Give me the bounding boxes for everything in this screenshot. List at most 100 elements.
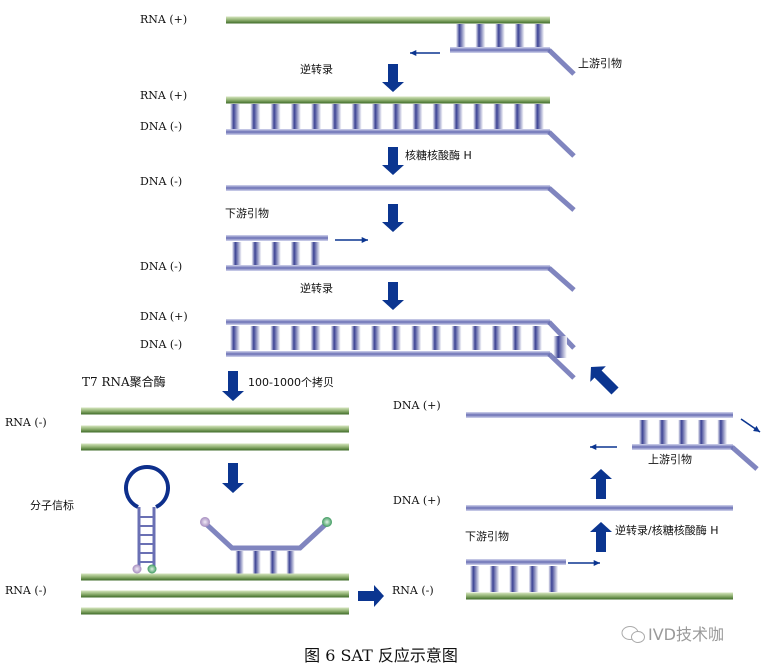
base-pair-rung — [351, 104, 362, 129]
base-pair-rung — [371, 104, 382, 129]
base-pair-rung — [697, 420, 708, 444]
base-pair-rung — [290, 326, 301, 350]
base-pair-rung — [432, 104, 443, 129]
base-pair-rung — [271, 242, 281, 266]
molecular-beacon-loop — [124, 465, 170, 509]
base-pair-rung — [455, 24, 466, 47]
label-dna-minus-2: DNA (-) — [140, 120, 182, 133]
quencher-dot-icon — [132, 564, 142, 574]
fluorophore-dot-icon — [322, 517, 332, 527]
base-pair-rung — [553, 336, 567, 358]
base-pair-rung — [493, 104, 504, 129]
dna-strand-tail — [547, 266, 576, 292]
rna-strand — [81, 425, 349, 433]
small-arrow-head-icon — [361, 236, 368, 244]
label-reverse-transcription-2: 逆转录 — [300, 281, 333, 295]
small-arrow-head-icon — [753, 425, 760, 432]
process-arrow-up-icon — [590, 522, 612, 552]
process-arrow-down-icon — [222, 371, 244, 401]
base-pair-rung — [451, 326, 462, 350]
base-pair-rung — [533, 104, 544, 129]
label-upstream-primer-2: 上游引物 — [648, 452, 692, 466]
base-pair-rung — [411, 326, 422, 350]
small-arrow-head-icon — [590, 443, 597, 451]
base-pair-rung — [473, 104, 484, 129]
label-rt-rnase-h: 逆转录/核糖核酸酶 H — [615, 523, 718, 537]
label-downstream-primer-2: 下游引物 — [465, 529, 509, 543]
label-molecular-beacon: 分子信标 — [30, 498, 74, 512]
label-rna-plus-1: RNA (+) — [140, 13, 187, 26]
base-pair-rung — [469, 566, 480, 592]
base-pair-rung — [230, 326, 241, 350]
base-pair-rung — [231, 242, 242, 266]
rna-strand — [226, 96, 550, 104]
dna-strand-tail — [730, 445, 759, 471]
base-pair-rung — [250, 326, 261, 350]
dna-strand-tail — [547, 130, 576, 158]
base-pair-rung — [531, 326, 542, 350]
fluorophore-dot-icon — [147, 564, 157, 574]
base-pair-rung — [290, 242, 301, 266]
base-pair-rung — [513, 104, 524, 129]
base-pair-rung — [235, 551, 244, 574]
base-pair-rung — [678, 420, 688, 444]
base-pair-rung — [638, 420, 649, 444]
base-pair-rung — [475, 24, 486, 47]
base-pair-rung — [391, 326, 402, 350]
base-pair-rung — [252, 551, 261, 574]
base-pair-rung — [270, 326, 281, 350]
dna-strand — [466, 505, 733, 511]
label-dna-minus-5: DNA (-) — [140, 338, 182, 351]
dna-strand — [226, 265, 550, 271]
dna-strand — [450, 47, 550, 53]
dna-strand — [226, 235, 328, 241]
base-pair-rung — [489, 566, 500, 592]
dna-strand — [466, 412, 733, 418]
watermark: IVD技术咖 — [648, 625, 724, 644]
base-pair-rung — [495, 24, 505, 47]
process-arrow-right-icon — [358, 585, 384, 607]
base-pair-rung — [471, 326, 482, 350]
base-pair-rung — [658, 420, 669, 444]
label-upstream-primer-1: 上游引物 — [578, 56, 622, 70]
process-arrow-down-icon — [382, 204, 404, 232]
base-pair-rung — [431, 326, 442, 350]
base-pair-rung — [717, 420, 728, 444]
base-pair-rung — [290, 104, 301, 129]
base-pair-rung — [491, 326, 502, 350]
figure-caption: 图 6 SAT 反应示意图 — [304, 646, 458, 665]
base-pair-rung — [392, 104, 403, 129]
dna-strand — [226, 319, 550, 325]
base-pair-rung — [370, 326, 381, 350]
rna-strand — [81, 607, 349, 615]
base-pair-rung — [311, 104, 322, 129]
dna-strand-tail — [547, 320, 576, 350]
base-pair-rung — [269, 551, 278, 574]
base-pair-rung — [230, 104, 241, 129]
base-pair-rung — [452, 104, 463, 129]
base-pair-rung — [251, 242, 262, 266]
dna-strand-tail — [547, 352, 576, 380]
dna-strand — [226, 129, 550, 135]
label-reverse-transcription-1: 逆转录 — [300, 62, 333, 76]
label-rnase-h: 核糖核酸酶 H — [405, 148, 472, 162]
label-rna-minus-2: RNA (-) — [5, 584, 47, 597]
process-arrow-down-icon — [382, 282, 404, 310]
small-arrow-head-icon — [593, 559, 600, 567]
base-pair-rung — [548, 566, 559, 592]
base-pair-rung — [534, 24, 545, 47]
dna-strand — [466, 559, 566, 565]
base-pair-rung — [514, 24, 525, 47]
base-pair-rung — [509, 566, 519, 592]
base-pair-rung — [412, 104, 423, 129]
label-downstream-primer-1: 下游引物 — [225, 206, 269, 220]
rna-strand — [81, 443, 349, 451]
label-t7-polymerase: T7 RNA聚合酶 — [82, 374, 166, 389]
base-pair-rung — [330, 326, 341, 350]
label-copies: 100-1000个拷贝 — [248, 375, 334, 389]
base-pair-rung — [270, 104, 281, 129]
label-rna-minus-3: RNA (-) — [392, 584, 434, 597]
dna-strand-tail — [547, 186, 576, 212]
